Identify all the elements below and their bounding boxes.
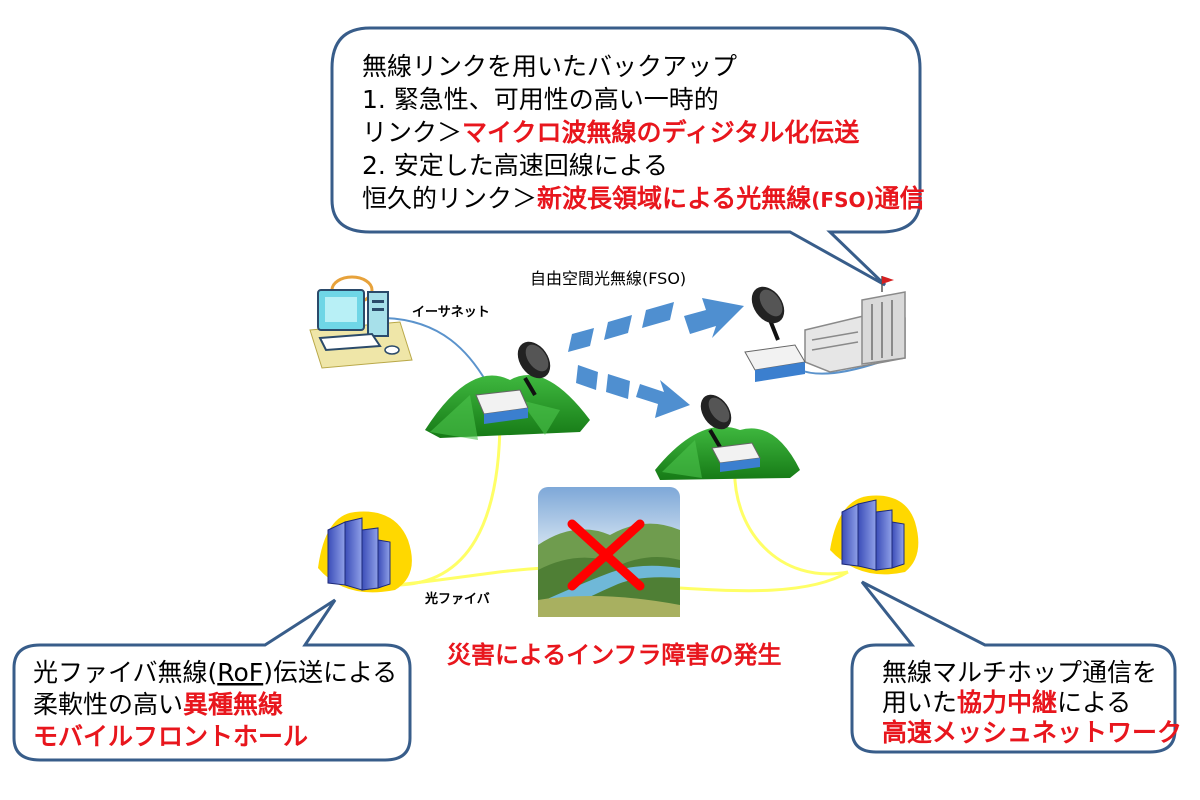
left-callout-line-1: 光ファイバ無線(RoF)伝送による xyxy=(33,658,397,687)
cross-icon xyxy=(567,519,645,591)
right-callout-line-3: 高速メッシュネットワーク xyxy=(882,718,1182,747)
fiber-label: 光ファイバ xyxy=(424,591,490,607)
top-callout-line-3: リンク＞マイクロ波無線のディジタル化伝送 xyxy=(362,118,859,147)
right-callout: 無線マルチホップ通信を 用いた協力中継による 高速メッシュネットワーク xyxy=(850,580,1182,754)
city-buildings-icon-right xyxy=(830,495,919,575)
right-callout-line-2: 用いた協力中継による xyxy=(882,688,1131,717)
top-callout-line-5-highlight-a: 新波長領域による光無線 xyxy=(537,184,811,213)
top-callout-line-5: 恒久的リンク＞新波長領域による光無線(FSO)通信 xyxy=(362,184,925,213)
ethernet-label: イーサネット xyxy=(412,305,490,320)
right-callout-line-2-prefix: 用いた xyxy=(882,688,957,717)
top-callout-line-5-highlight-b: (FSO) xyxy=(811,188,874,212)
disaster-label: 災害によるインフラ障害の発生 xyxy=(447,641,782,669)
left-callout-line-2: 柔軟性の高い異種無線 xyxy=(33,690,283,719)
router-icon-right xyxy=(711,442,761,472)
right-callout-line-2-highlight: 協力中継 xyxy=(957,688,1057,717)
left-callout-line-2-highlight: 異種無線 xyxy=(183,690,283,719)
satellite-dish-icon-right xyxy=(700,394,732,449)
right-callout-bubble xyxy=(850,580,1177,754)
left-callout: 光ファイバ無線(RoF)伝送による 柔軟性の高い異種無線 モバイルフロントホール xyxy=(12,598,412,762)
satellite-dish-icon-office xyxy=(751,286,785,341)
right-callout-line-2-suffix: による xyxy=(1057,688,1131,717)
fiber-line-bottom xyxy=(394,566,546,587)
top-callout-line-4: 2. 安定した高速回線による xyxy=(362,151,668,180)
fiber-lines xyxy=(394,417,849,593)
fiber-line-right xyxy=(733,461,849,576)
right-callout-line-1: 無線マルチホップ通信を xyxy=(882,658,1157,687)
left-callout-bubble xyxy=(12,598,412,762)
left-callout-line-1-rof: RoF xyxy=(217,658,263,687)
fso-arrow-upper xyxy=(568,298,744,352)
fso-arrow-lower xyxy=(576,365,690,418)
computer-icon xyxy=(309,275,413,369)
top-callout-line-1: 無線リンクを用いたバックアップ xyxy=(362,52,737,81)
top-callout-line-5-prefix: 恒久的リンク＞ xyxy=(362,184,537,213)
top-callout: 無線リンクを用いたバックアップ 1. 緊急性、可用性の高い一時的 リンク＞マイク… xyxy=(330,26,925,287)
fiber-line-bottom-right xyxy=(679,570,849,593)
satellite-dish-icon-left xyxy=(517,341,551,397)
office-building-icon xyxy=(804,276,906,373)
city-buildings-icon-left xyxy=(318,511,412,593)
router-icon-office xyxy=(744,344,806,382)
left-callout-line-3: モバイルフロントホール xyxy=(33,722,308,751)
top-callout-bubble xyxy=(330,26,922,287)
top-callout-line-3-prefix: リンク＞ xyxy=(362,118,462,147)
left-callout-line-2-prefix: 柔軟性の高い xyxy=(33,690,183,719)
top-callout-line-3-highlight: マイクロ波無線のディジタル化伝送 xyxy=(462,118,859,147)
router-icon-left xyxy=(475,389,529,424)
fso-label: 自由空間光無線(FSO) xyxy=(530,269,686,288)
top-callout-line-2: 1. 緊急性、可用性の高い一時的 xyxy=(362,85,719,114)
top-callout-line-5-highlight-c: 通信 xyxy=(875,184,925,213)
left-callout-line-1-suffix: )伝送による xyxy=(263,658,397,687)
left-callout-line-1-prefix: 光ファイバ無線( xyxy=(33,658,217,687)
